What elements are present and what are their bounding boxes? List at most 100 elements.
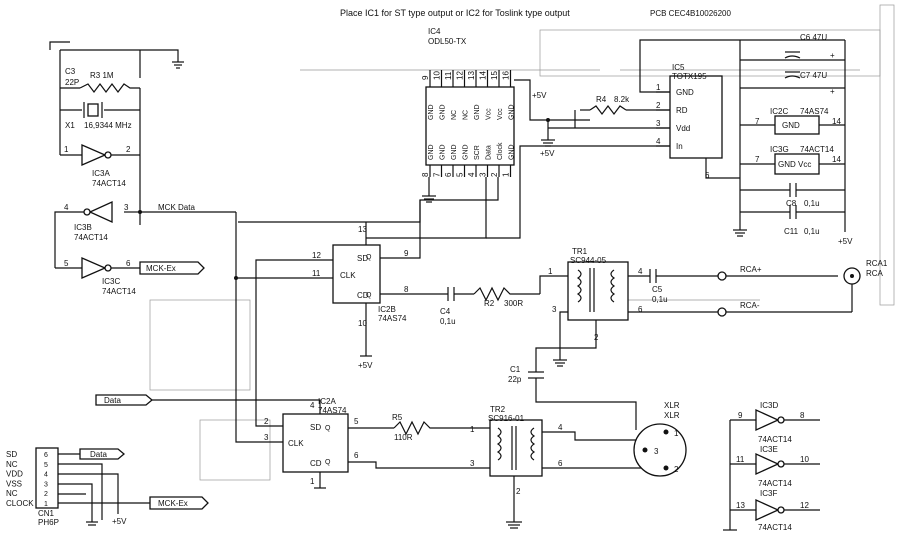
svg-text:+: +	[830, 87, 835, 96]
xlr-p1: 1	[674, 429, 679, 438]
svg-text:Q: Q	[366, 254, 372, 261]
tr2-part: SC916-01	[488, 414, 525, 423]
ic4-bottom-pin-name: GND	[509, 144, 516, 160]
ic2c-ref: IC2C	[770, 107, 788, 116]
tr2-p4: 4	[558, 423, 563, 432]
ic4-top-pin-name: GND	[428, 104, 435, 120]
ic2b-pin8: 8	[404, 285, 409, 294]
ic3f-part: 74ACT14	[758, 523, 792, 532]
ic4-bottom-pin-name: GND	[463, 144, 470, 160]
ic4-top-pin-name: Vcc	[497, 108, 504, 120]
ic3d-part: 74ACT14	[758, 435, 792, 444]
ic4-top-pin-num: 16	[502, 71, 511, 80]
ic3b-pin-out: 3	[124, 203, 129, 212]
ic3b-part: 74ACT14	[74, 233, 108, 242]
ic3f-pin-in: 13	[736, 501, 745, 510]
r5-value: 110R	[394, 433, 413, 442]
ic4-bottom-pin-name: Data	[486, 145, 493, 160]
ic4-plus5: +5V	[532, 91, 547, 100]
xlr-ref: XLR	[664, 401, 680, 410]
transformer-tr2: TR2 SC916-01 1 3 2 4 6	[470, 405, 563, 496]
ic3f-pin-out: 12	[800, 501, 809, 510]
c8-ref: C8	[786, 199, 797, 208]
ic3d-ref: IC3D	[760, 401, 778, 410]
svg-text:Q: Q	[325, 425, 331, 432]
ic2c-pin-l: 7	[755, 117, 760, 126]
ic3a-pin-out: 2	[126, 145, 131, 154]
decoupling-caps: C6 47U + C7 47U + IC2C 74AS74 GND 7 14 I…	[733, 33, 853, 246]
ic5-ref: IC5	[672, 63, 685, 72]
ic4-top-pin-num: 15	[490, 71, 499, 80]
data-mid-label: Data	[104, 396, 121, 405]
data-bottom-label: Data	[90, 450, 107, 459]
rca-jack: RCA1 RCA	[843, 259, 888, 285]
ic2b-pin13: 13	[358, 225, 367, 234]
c5-ref: C5	[652, 285, 663, 294]
ic5-pin-num: 2	[656, 101, 661, 110]
ic4-bottom-pin-name: GND	[440, 144, 447, 160]
ic3e-pin-out: 10	[800, 455, 809, 464]
ic4-top-pin-num: 14	[479, 71, 488, 80]
ic5-pin-name: In	[676, 142, 683, 151]
ic2c-pin-r: 14	[832, 117, 841, 126]
ic5-pin6: 6	[705, 171, 710, 180]
ic4-ref: IC4	[428, 27, 441, 36]
ic4-bottom-pin-num: 6	[444, 172, 453, 177]
tr1-p3: 3	[552, 305, 557, 314]
ic2b-pin11: 11	[312, 269, 321, 278]
ic3g-pin-r: 14	[832, 155, 841, 164]
cn1-signal-label: SD	[6, 450, 17, 459]
ic4-bottom-pin-name: Clock	[497, 142, 504, 160]
c1-value: 22p	[508, 375, 522, 384]
plus5-right: +5V	[838, 237, 853, 246]
cn1-pin-num: 3	[44, 481, 48, 488]
cn1-pin-num: 5	[44, 462, 48, 469]
ic2a-clk: CLK	[288, 439, 304, 448]
x1-ref: X1	[65, 121, 75, 130]
xlr-p2: 2	[674, 465, 679, 474]
net-flag-mck-ex-bottom: MCK-Ex	[149, 496, 209, 510]
cn1-signal-label: VSS	[6, 479, 22, 488]
c6-label: C6 47U	[800, 33, 827, 42]
tr2-p1: 1	[470, 425, 475, 434]
xlr-connector: 1 3 2 XLR XLR	[633, 401, 687, 477]
net-flag-mck-ex-upper: MCK-Ex	[139, 261, 205, 275]
ic3g-part: 74ACT14	[800, 145, 834, 154]
rca-plus-label: RCA+	[740, 265, 762, 274]
ic4-top-pin-name: NC	[451, 110, 458, 120]
r2-value: 300R	[504, 299, 523, 308]
ic4-bottom-pin-num: 5	[456, 172, 465, 177]
net-flag-data-mid: Data	[95, 394, 154, 406]
ic4-odl50-tx: IC4 ODL50-TX 9GND10GND11NC12NC13GND14Vcc…	[421, 27, 547, 177]
c4-value: 0,1u	[440, 317, 456, 326]
c5-value: 0,1u	[652, 295, 668, 304]
ic4-bottom-pin-num: 7	[433, 172, 442, 177]
c3-value: 22P	[65, 78, 79, 87]
ic4-top-pin-name: Vcc	[486, 108, 493, 120]
ic2a-pin1: 1	[310, 477, 315, 486]
cn1-pin-num: 2	[44, 491, 48, 498]
tr1-p6: 6	[638, 305, 643, 314]
cn1-pin-num: 4	[44, 472, 48, 479]
ic2a-cd: CD	[310, 459, 322, 468]
tr1-p4: 4	[638, 267, 643, 276]
ic5-pin-num: 4	[656, 137, 661, 146]
ic4-bottom-pin-num: 8	[421, 172, 430, 177]
ic4-top-pin-name: GND	[509, 104, 516, 120]
plus5-cn1: +5V	[112, 517, 127, 526]
r4-ref: R4	[596, 95, 607, 104]
c1-ref: C1	[510, 365, 521, 374]
ic2a-part: 74AS74	[318, 406, 347, 415]
ic4-top-pin-num: 9	[421, 75, 430, 80]
ic3f-ref: IC3F	[760, 489, 777, 498]
ic3c-pin-out: 6	[126, 259, 131, 268]
ic2b-pin9: 9	[404, 249, 409, 258]
ic3e-part: 74ACT14	[758, 479, 792, 488]
ic3d-pin-out: 8	[800, 411, 805, 420]
pcb-number: PCB CEC4B10026200	[650, 9, 731, 18]
r2-ref: R2	[484, 299, 495, 308]
ic2a-pin4: 4	[310, 401, 315, 410]
ic4-top-pin-name: NC	[463, 110, 470, 120]
cn1-pin-num: 1	[44, 501, 48, 508]
